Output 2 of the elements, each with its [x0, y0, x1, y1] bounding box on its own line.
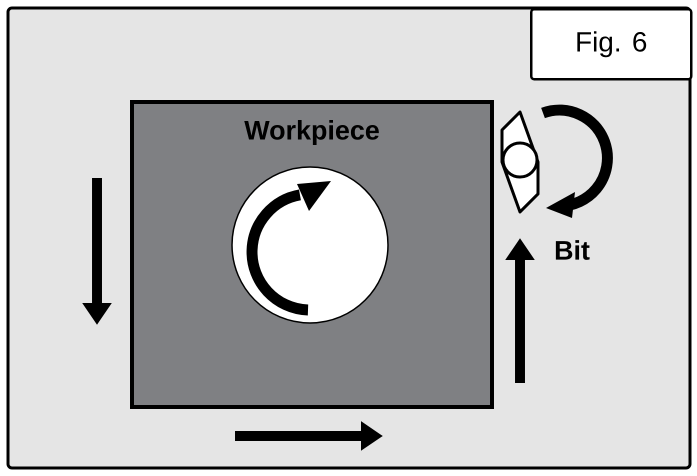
part-label: Bit — [556, 240, 590, 260]
figure-label: Fig. 6 — [530, 8, 692, 80]
